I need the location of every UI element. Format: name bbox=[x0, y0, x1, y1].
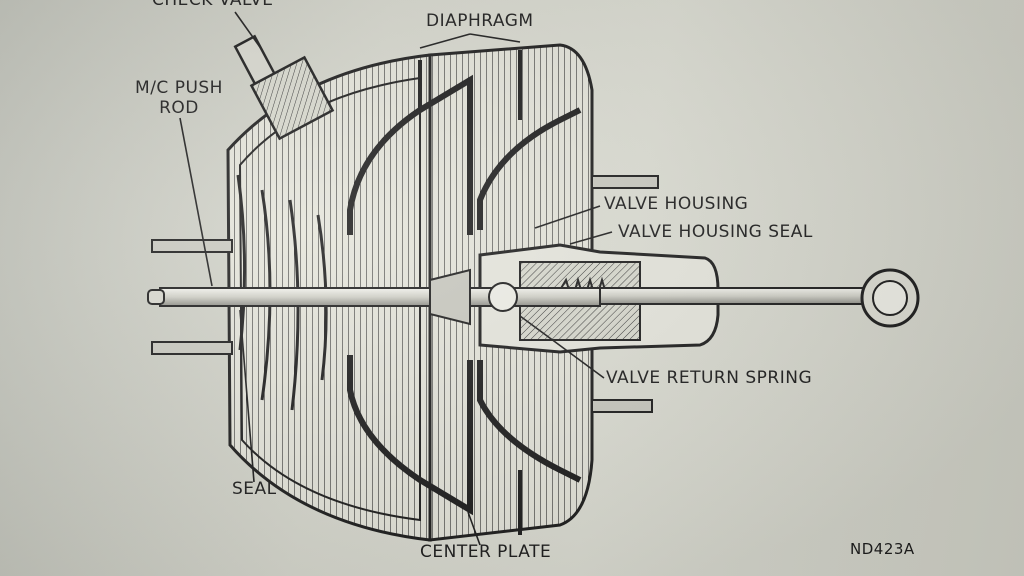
seal-label: SEAL bbox=[232, 479, 277, 499]
center-plate-label: CENTER PLATE bbox=[420, 542, 552, 562]
leader-lines bbox=[179, 11, 613, 546]
operating-rod bbox=[599, 287, 871, 305]
valve-housing-label: VALVE HOUSING bbox=[604, 194, 749, 214]
diaphragm-label: DIAPHRAGM bbox=[426, 11, 534, 31]
push-rod-label-line1: M/C PUSH bbox=[135, 78, 223, 98]
check-valve bbox=[233, 34, 335, 141]
diaphragm-rear bbox=[477, 107, 582, 230]
diaphragm-front bbox=[347, 74, 473, 235]
check-valve-label: CHECK VALVE bbox=[152, 0, 274, 10]
push-rod-label: M/C PUSH ROD bbox=[115, 78, 243, 118]
valve-housing-seal-label: VALVE HOUSING SEAL bbox=[618, 222, 813, 242]
push-rod-label-line2: ROD bbox=[159, 98, 199, 118]
valve-return-spring-label: VALVE RETURN SPRING bbox=[606, 368, 813, 388]
push-rod bbox=[159, 287, 601, 307]
figure-id: ND423A bbox=[850, 540, 915, 558]
mounting-studs bbox=[151, 175, 659, 413]
